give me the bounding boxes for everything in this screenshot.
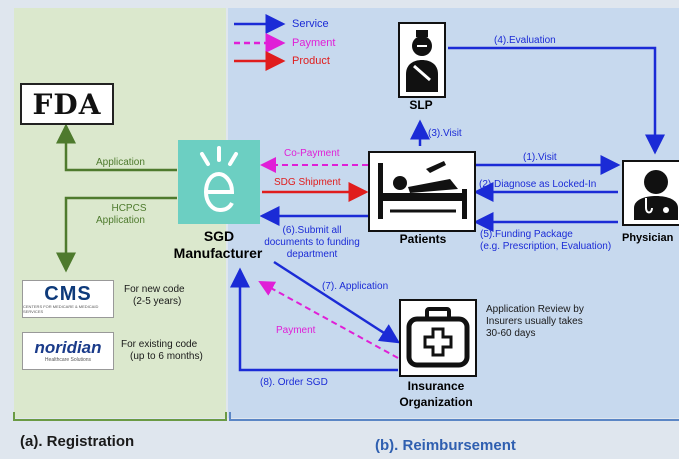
- manufacturer-line1: SGD: [203, 228, 235, 244]
- slp-label: SLP: [409, 98, 433, 112]
- evaluation-arrow: [448, 46, 665, 155]
- fda-logo-text: FDA: [32, 87, 102, 121]
- application-arrow: [56, 123, 177, 172]
- patients-label: Patients: [399, 232, 447, 246]
- noridian-note-line2: (up to 6 months): [130, 351, 203, 362]
- cms-logo-text: CMS: [44, 283, 92, 305]
- diagnose-label: (2).Diagnose as Locked-In: [479, 179, 597, 190]
- funding-label-line2: (e.g. Prescription, Evaluation): [480, 241, 612, 252]
- registration-title: (a). Registration: [20, 433, 135, 450]
- review-note-line1: Application Review by: [486, 304, 584, 315]
- insurance-label-line1: Insurance: [407, 379, 465, 393]
- insurance-label-line2: Organization: [399, 395, 473, 409]
- slp-icon: [398, 22, 446, 98]
- application7-label: (7). Application: [322, 281, 389, 292]
- hcpcs-label-line1: HCPCS: [111, 203, 147, 214]
- hospital-bed-icon: [378, 161, 467, 219]
- visit1-label: (1).Visit: [523, 152, 557, 163]
- patient-bed-icon: [368, 151, 476, 232]
- lightbulb-e-icon: [200, 146, 238, 213]
- cms-note-line2: (2-5 years): [133, 296, 182, 307]
- application7-arrow: [273, 260, 401, 344]
- order-sgd-label: (8). Order SGD: [260, 377, 328, 388]
- noridian-note-line1: For existing code: [121, 339, 198, 350]
- hcpcs-arrow: [56, 196, 177, 273]
- fda-logo: FDA: [20, 83, 114, 125]
- insurance-payment-arrow: [258, 281, 399, 359]
- reimbursement-title: (b). Reimbursement: [375, 437, 516, 454]
- reimbursement-bracket: [229, 412, 679, 421]
- submit-label-line3: department: [286, 249, 338, 260]
- review-note-line2: Insurers usually takes: [486, 316, 583, 327]
- submit-label-line1: (6).Submit all: [282, 225, 342, 236]
- co-payment-label: Co-Payment: [284, 148, 340, 159]
- legend-product-label: Product: [292, 55, 330, 67]
- order-sgd-arrow: [230, 267, 398, 372]
- funding-label-line1: (5).Funding Package: [480, 229, 573, 240]
- insurance-icon: [399, 299, 477, 377]
- noridian-logo: noridian Healthcare Solutions: [22, 332, 114, 370]
- registration-bracket: [13, 412, 227, 421]
- noridian-logo-subtitle: Healthcare Solutions: [44, 357, 92, 363]
- speech-pathologist-icon: [406, 30, 438, 92]
- physician-label: Physician: [622, 232, 674, 244]
- visit3-label: (3).Visit: [428, 128, 462, 139]
- application-label: Application: [96, 157, 145, 168]
- evaluation-label: (4).Evaluation: [494, 35, 556, 46]
- physician-icon: [622, 160, 679, 226]
- cms-logo-subtitle: CENTERS FOR MEDICARE & MEDICAID SERVICES: [23, 304, 99, 314]
- review-note-line3: 30-60 days: [486, 328, 536, 339]
- shipment-label: SDG Shipment: [274, 177, 341, 188]
- legend-payment-label: Payment: [292, 37, 336, 49]
- doctor-icon: [634, 170, 678, 220]
- insurance-payment-label: Payment: [276, 325, 316, 336]
- medical-kit-icon: [406, 307, 470, 368]
- submit-label-line2: documents to funding: [264, 237, 360, 248]
- legend-service-label: Service: [292, 18, 329, 30]
- cms-logo: CMS CENTERS FOR MEDICARE & MEDICAID SERV…: [22, 280, 114, 318]
- manufacturer-logo-icon: [178, 140, 260, 224]
- manufacturer-line2: Manufacturer: [173, 245, 263, 261]
- hcpcs-label-line2: Application: [96, 215, 145, 226]
- cms-note-line1: For new code: [124, 284, 185, 295]
- noridian-logo-text: noridian: [34, 338, 102, 357]
